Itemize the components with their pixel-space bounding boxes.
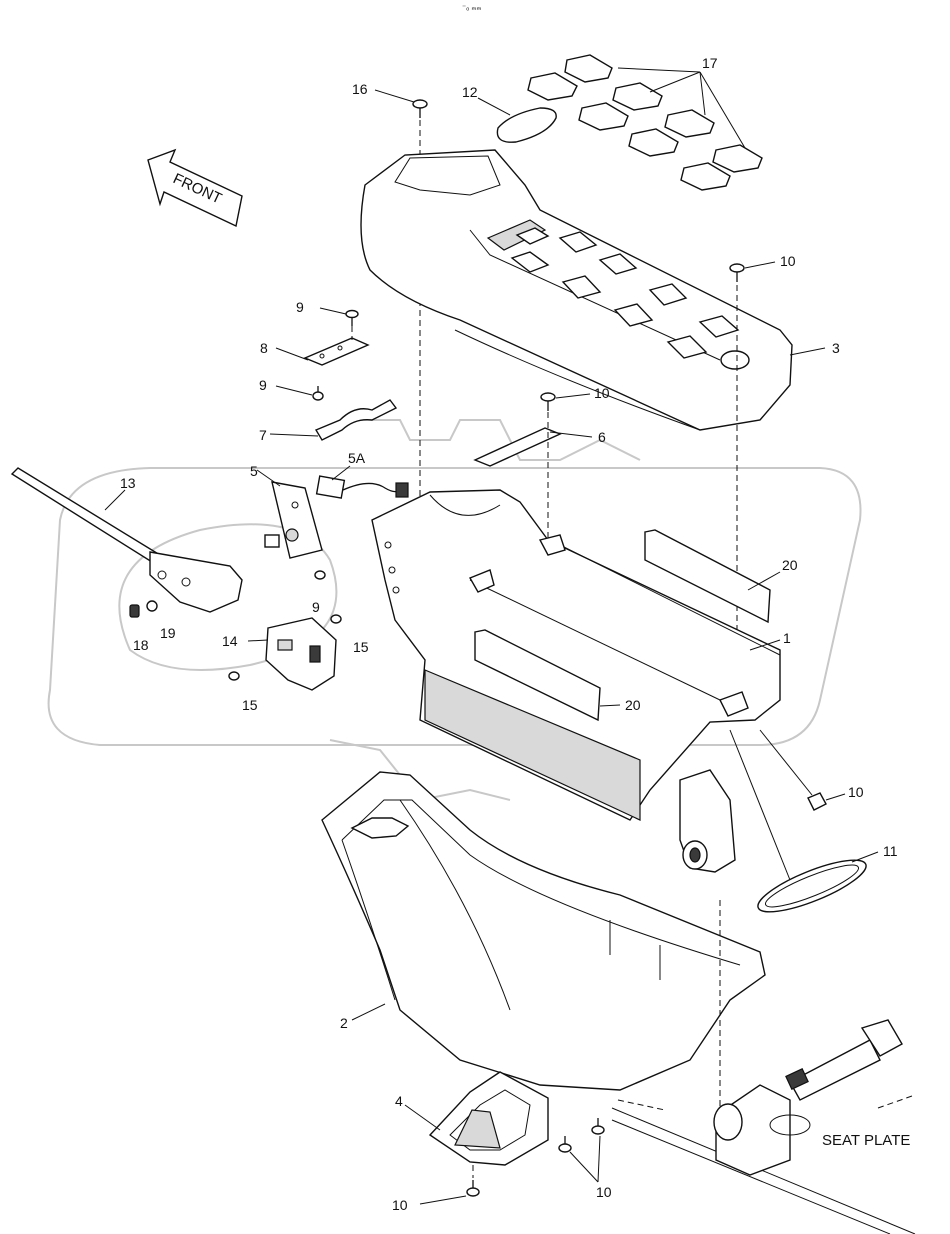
part-10-screw-bottom-a [466, 1180, 480, 1197]
part-4-foot [428, 1071, 549, 1166]
label-20b: 20 [625, 697, 641, 713]
part-11-gasket [757, 859, 867, 913]
label-8: 8 [260, 340, 268, 356]
part-19-washer [146, 600, 158, 612]
part-10-screw-top [729, 263, 745, 282]
part-13-lever [10, 467, 243, 613]
label-15b: 15 [242, 697, 258, 713]
label-4: 4 [395, 1093, 403, 1109]
label-19: 19 [160, 625, 176, 641]
label-10e: 10 [596, 1184, 612, 1200]
part-5a-harness [315, 475, 409, 499]
label-7: 7 [259, 427, 267, 443]
label-5a: 5A [348, 450, 366, 466]
part-9-screw-side [314, 570, 326, 580]
seat-plate [611, 1019, 916, 1234]
part-10-screw-mid [540, 392, 556, 411]
label-10a: 10 [780, 253, 796, 269]
part-6-strip [473, 427, 562, 467]
part-7-bracket [314, 399, 398, 441]
label-6: 6 [598, 429, 606, 445]
label-9c: 9 [312, 599, 320, 615]
part-labels: 17 16 12 10 3 9 8 9 7 10 6 5 5A 13 20 1 … [120, 55, 910, 1213]
part-15-screw-a [330, 614, 342, 624]
part-20-pad-upper [644, 529, 771, 624]
label-2: 2 [340, 1015, 348, 1031]
label-17: 17 [702, 55, 718, 71]
front-arrow: FRONT [147, 148, 243, 228]
label-5: 5 [250, 463, 258, 479]
part-16-screw [412, 99, 428, 118]
part-8-bracket [303, 337, 370, 366]
label-10d: 10 [392, 1197, 408, 1213]
watermark [47, 419, 862, 802]
label-13: 13 [120, 475, 136, 491]
part-14-switch [265, 617, 337, 691]
label-12: 12 [462, 84, 478, 100]
part-15-screw-b [228, 671, 240, 681]
label-9a: 9 [296, 299, 304, 315]
part-10-screw-bottom-c [591, 1118, 605, 1135]
label-15a: 15 [353, 639, 369, 655]
part-9-screw-lower [312, 386, 324, 401]
header-mark: ⁻ₒ ₘₘ [462, 3, 481, 12]
label-10c: 10 [848, 784, 864, 800]
part-5-switch-plate [264, 481, 323, 559]
seat-plate-label: SEAT PLATE [822, 1132, 910, 1149]
part-10-screw-bottom-b [558, 1136, 572, 1153]
label-3: 3 [832, 340, 840, 356]
label-10b: 10 [594, 385, 610, 401]
label-16: 16 [352, 81, 368, 97]
hinge-bracket [679, 769, 736, 873]
label-14: 14 [222, 633, 238, 649]
part-9-screw-upper [345, 309, 359, 326]
part-1-frame [371, 489, 781, 821]
part-20-pad-lower [474, 629, 601, 722]
part-3-top-cover [360, 149, 793, 431]
label-20a: 20 [782, 557, 798, 573]
label-18: 18 [133, 637, 149, 653]
part-2-lower-housing [321, 771, 766, 1091]
part-10-screw-right [807, 792, 827, 811]
part-12-lens [496, 107, 557, 143]
part-18-screw [129, 604, 140, 618]
label-9b: 9 [259, 377, 267, 393]
label-1: 1 [783, 630, 791, 646]
label-11: 11 [883, 843, 898, 859]
part-17-caps [527, 54, 763, 191]
